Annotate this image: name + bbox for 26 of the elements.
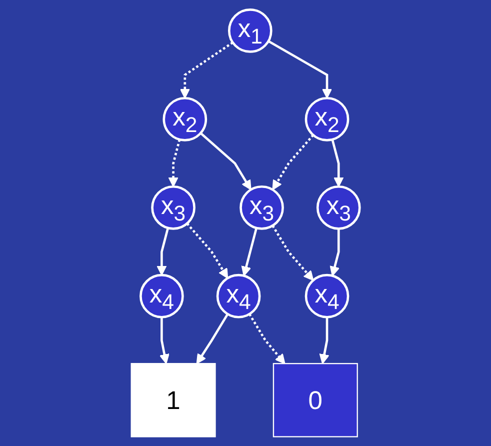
- arrow: [241, 228, 258, 276]
- node-box: 1: [130, 363, 216, 438]
- arrow: [200, 132, 252, 190]
- arrow: [168, 139, 181, 188]
- arrow: [331, 139, 344, 188]
- node-circle: x$_{2}$: [162, 97, 208, 142]
- node-circle: x$_{3}$: [316, 185, 361, 230]
- arrow: [268, 40, 332, 99]
- node-circle: x$_{4}$: [216, 274, 261, 318]
- node-circle: x$_{3}$: [240, 185, 284, 230]
- node-circle: x$_{2}$: [304, 97, 350, 142]
- arrow: [248, 313, 286, 364]
- arrow: [272, 225, 314, 281]
- arrow: [319, 317, 330, 364]
- arrow: [159, 317, 170, 364]
- arrow: [180, 42, 234, 99]
- arrow: [156, 228, 170, 276]
- node-circle: x$_{4}$: [140, 274, 184, 318]
- arrow: [330, 228, 340, 276]
- node-circle: x$_{3}$: [151, 185, 196, 230]
- node-circle: x$_{1}$: [228, 8, 272, 53]
- arrow: [186, 222, 228, 279]
- node-circle: x$_{4}$: [304, 274, 350, 318]
- arrow: [196, 313, 229, 364]
- node-box: 0: [272, 363, 358, 438]
- arrow: [272, 134, 314, 190]
